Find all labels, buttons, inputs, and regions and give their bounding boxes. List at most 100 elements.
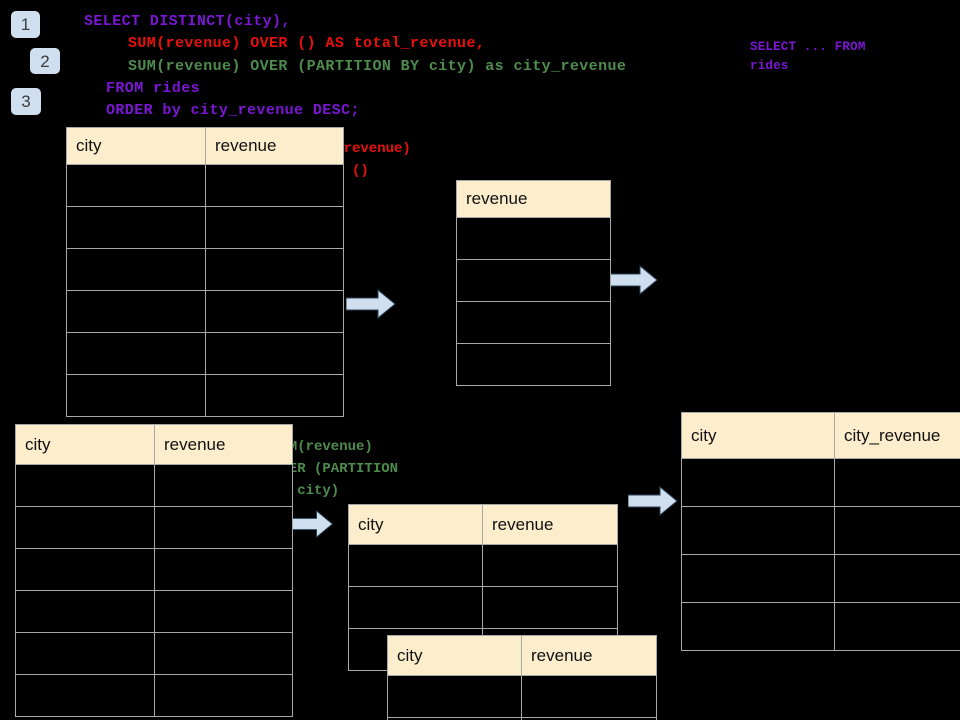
step-badge-2[interactable]: 2 [30, 48, 60, 74]
table-row[interactable] [15, 674, 293, 717]
result-table[interactable]: city city_revenue [681, 412, 960, 651]
cell-revenue[interactable] [205, 164, 344, 207]
cell-revenue[interactable] [154, 632, 293, 675]
cell-revenue[interactable] [456, 301, 611, 344]
table-row[interactable] [15, 632, 293, 675]
partition-table-front[interactable]: city revenue [387, 635, 657, 720]
cell-city[interactable] [348, 586, 483, 629]
table-row[interactable] [456, 343, 611, 386]
cell-revenue[interactable] [154, 674, 293, 717]
table-row[interactable] [66, 248, 344, 291]
cell-revenue[interactable] [154, 506, 293, 549]
cell-revenue[interactable] [482, 544, 618, 587]
table-row[interactable] [456, 301, 611, 344]
cell-revenue[interactable] [154, 464, 293, 507]
column-header-city: city [66, 127, 206, 165]
column-header-city: city [15, 424, 155, 465]
table-row[interactable] [66, 206, 344, 249]
cell-revenue[interactable] [456, 217, 611, 260]
cell-city[interactable] [15, 632, 155, 675]
table-row[interactable] [348, 586, 618, 629]
column-header-city-revenue: city_revenue [834, 412, 960, 459]
table-header-row: city revenue [66, 127, 344, 165]
cell-city[interactable] [66, 164, 206, 207]
table-header-row: city city_revenue [681, 412, 960, 459]
cell-city[interactable] [15, 464, 155, 507]
column-header-revenue: revenue [456, 180, 611, 218]
cell-city[interactable] [66, 374, 206, 417]
total-revenue-table[interactable]: revenue [456, 180, 611, 386]
rides-source-table-top[interactable]: city revenue [66, 127, 344, 417]
cell-city[interactable] [66, 332, 206, 375]
cell-city[interactable] [681, 554, 835, 603]
column-header-city: city [387, 635, 522, 676]
cell-revenue[interactable] [521, 675, 657, 718]
cell-city-revenue[interactable] [834, 458, 960, 507]
annotation-city-revenue-line1: SUM(revenue) [272, 439, 373, 455]
table-row[interactable] [681, 506, 960, 555]
cell-revenue[interactable] [205, 290, 344, 333]
cell-revenue[interactable] [521, 717, 657, 720]
cell-revenue[interactable] [205, 332, 344, 375]
sql-line-select: SELECT DISTINCT(city), [84, 13, 291, 30]
step-badge-1[interactable]: 1 [11, 11, 40, 38]
table-row[interactable] [66, 290, 344, 333]
column-header-city: city [348, 504, 483, 545]
cell-city[interactable] [348, 544, 483, 587]
arrow-partition-to-result [628, 486, 678, 516]
cell-revenue[interactable] [456, 343, 611, 386]
step-badge-3[interactable]: 3 [11, 88, 41, 115]
column-header-revenue: revenue [482, 504, 618, 545]
table-row[interactable] [456, 259, 611, 302]
cell-revenue[interactable] [482, 586, 618, 629]
table-header-row: revenue [456, 180, 611, 218]
cell-city[interactable] [15, 590, 155, 633]
cell-revenue[interactable] [205, 206, 344, 249]
table-row[interactable] [456, 217, 611, 260]
table-header-row: city revenue [348, 504, 618, 545]
arrow-total-to-result [608, 265, 658, 295]
cell-city-revenue[interactable] [834, 506, 960, 555]
table-row[interactable] [681, 458, 960, 507]
cell-city[interactable] [15, 548, 155, 591]
cell-revenue[interactable] [154, 590, 293, 633]
cell-city[interactable] [681, 458, 835, 507]
cell-city[interactable] [681, 506, 835, 555]
table-row[interactable] [66, 332, 344, 375]
cell-city[interactable] [681, 602, 835, 651]
cell-city[interactable] [66, 290, 206, 333]
cell-revenue[interactable] [205, 248, 344, 291]
sql-line-city-revenue: SUM(revenue) OVER (PARTITION BY city) as… [128, 58, 627, 75]
table-row[interactable] [681, 554, 960, 603]
cell-city[interactable] [15, 506, 155, 549]
cell-city-revenue[interactable] [834, 554, 960, 603]
column-header-revenue: revenue [154, 424, 293, 465]
cell-city[interactable] [66, 206, 206, 249]
cell-city[interactable] [15, 674, 155, 717]
column-header-revenue: revenue [521, 635, 657, 676]
table-row[interactable] [348, 544, 618, 587]
column-header-revenue: revenue [205, 127, 344, 165]
cell-revenue[interactable] [456, 259, 611, 302]
arrow-rides-to-total [346, 289, 396, 319]
table-row[interactable] [387, 675, 657, 718]
table-row[interactable] [15, 590, 293, 633]
table-row[interactable] [15, 506, 293, 549]
step-badge-2-label: 2 [40, 51, 50, 71]
sql-line-order-by: ORDER by city_revenue DESC; [106, 102, 360, 119]
cell-revenue[interactable] [205, 374, 344, 417]
table-row[interactable] [681, 602, 960, 651]
note-select-from-rides-line2: rides [750, 59, 789, 73]
table-row[interactable] [66, 374, 344, 417]
table-row[interactable] [15, 464, 293, 507]
column-header-city: city [681, 412, 835, 459]
cell-city[interactable] [387, 675, 522, 718]
table-row[interactable] [66, 164, 344, 207]
rides-source-table-bottom[interactable]: city revenue [15, 424, 293, 717]
cell-revenue[interactable] [154, 548, 293, 591]
cell-city-revenue[interactable] [834, 602, 960, 651]
cell-city[interactable] [66, 248, 206, 291]
note-select-from-rides-line1: SELECT ... FROM [750, 40, 866, 54]
table-row[interactable] [387, 717, 657, 720]
table-row[interactable] [15, 548, 293, 591]
